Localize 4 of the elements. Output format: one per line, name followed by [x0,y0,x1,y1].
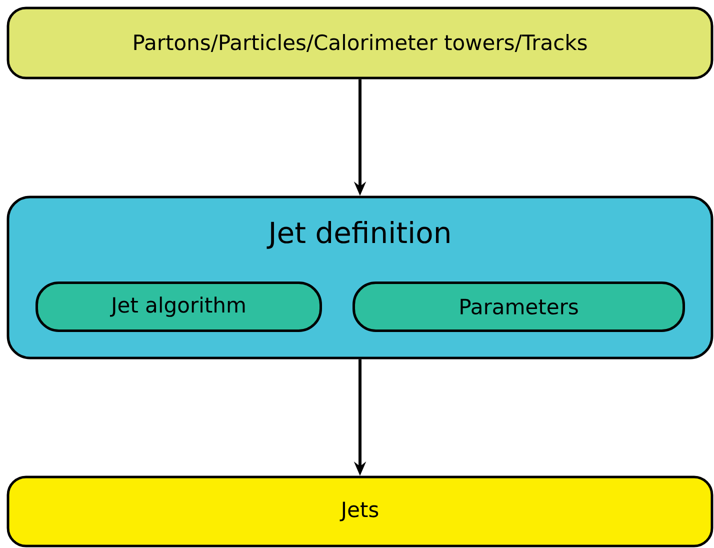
process-box: Partons/Particles/Calorimeter towers/Tracks [6,6,714,80]
process-box: Parameters [352,281,685,332]
process-box: Jets [6,476,714,548]
process-box: Jet algorithm [36,281,322,332]
